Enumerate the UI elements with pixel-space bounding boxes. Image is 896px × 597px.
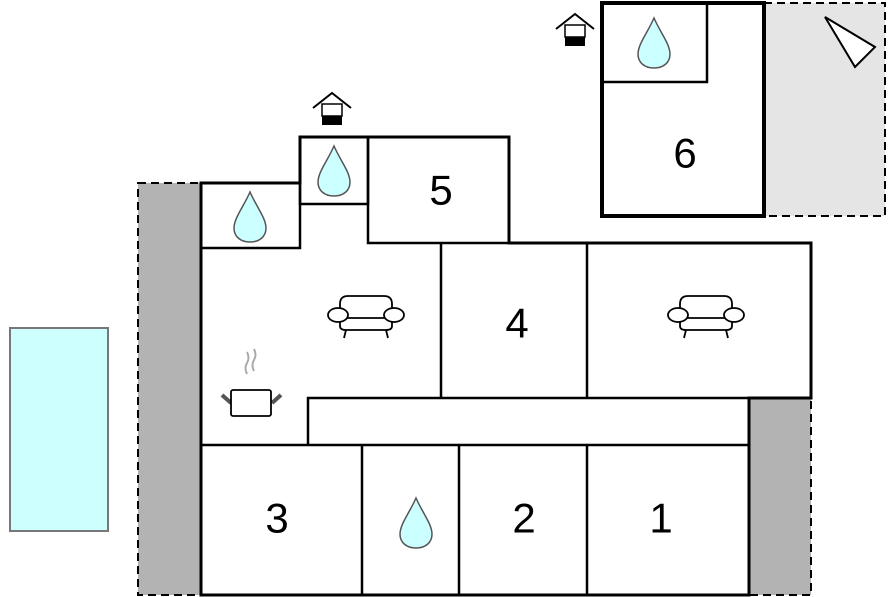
cooking-pot-icon bbox=[220, 348, 283, 417]
north-arrow-icon bbox=[824, 16, 877, 69]
room-label-3: 3 bbox=[265, 495, 288, 542]
interior-walls bbox=[199, 135, 749, 595]
room-label-1: 1 bbox=[649, 495, 672, 542]
entrance-house-icon bbox=[312, 92, 352, 126]
room-label-4: 4 bbox=[505, 300, 528, 347]
annex-bathroom bbox=[600, 1, 709, 84]
room-label-2: 2 bbox=[512, 495, 535, 542]
entrance-house-icon bbox=[555, 13, 595, 47]
room-label-5: 5 bbox=[429, 167, 452, 214]
pool bbox=[9, 327, 109, 532]
terrace-right bbox=[748, 397, 812, 596]
terrace-annex bbox=[763, 2, 886, 217]
room-label-6: 6 bbox=[673, 130, 696, 177]
annex-building-outline bbox=[600, 1, 766, 218]
terrace-left bbox=[137, 182, 202, 596]
